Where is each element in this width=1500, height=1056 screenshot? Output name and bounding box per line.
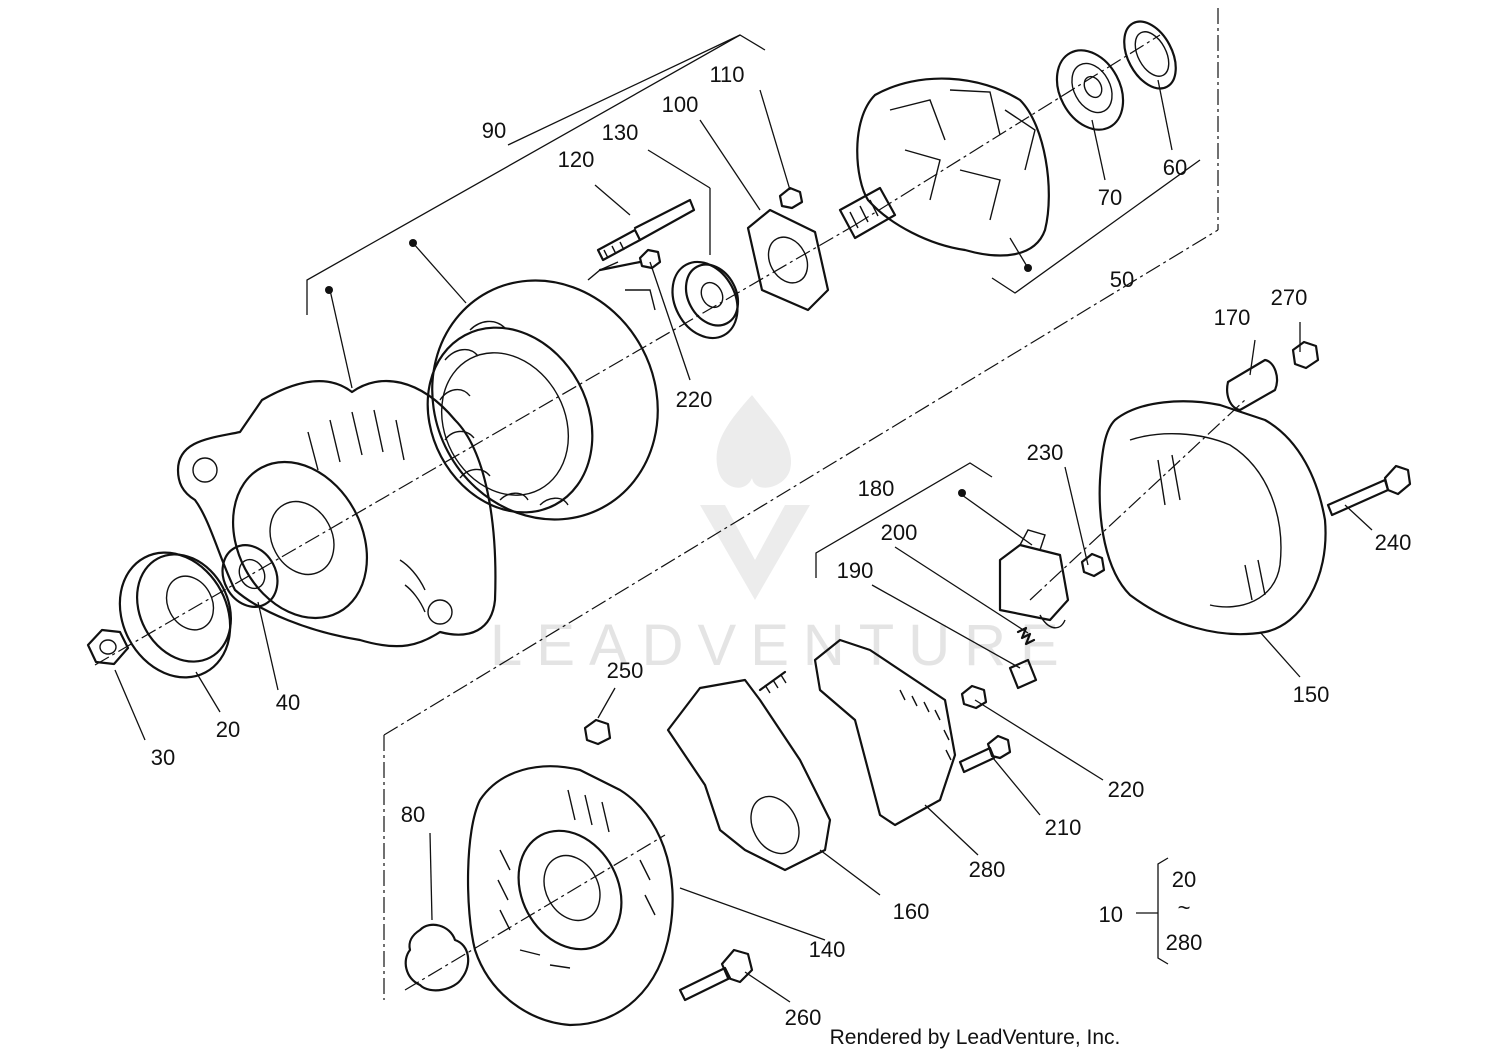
- callout-60: 60: [1163, 155, 1187, 180]
- range-note: 20 ~ 280: [1166, 867, 1203, 955]
- part-190-brush: [1008, 658, 1038, 690]
- part-270-nut: [1291, 340, 1320, 370]
- callout-10: 10: [1099, 902, 1123, 927]
- callout-220-upper: 220: [676, 387, 713, 412]
- callout-150: 150: [1293, 682, 1330, 707]
- leader-lines: [114, 34, 1373, 1003]
- callout-20: 20: [216, 717, 240, 742]
- callout-70: 70: [1098, 185, 1122, 210]
- part-130-bearing: [671, 260, 740, 340]
- part-160-rectifier: [666, 670, 832, 872]
- callout-labels: 10 20 30 40 50 60 70 80 90 100 110 120 1…: [151, 62, 1412, 1030]
- callout-210: 210: [1045, 815, 1082, 840]
- part-250-nut: [583, 718, 612, 746]
- range-to: 280: [1166, 930, 1203, 955]
- range-from: 20: [1172, 867, 1196, 892]
- callout-190: 190: [837, 558, 874, 583]
- callout-130: 130: [602, 120, 639, 145]
- callout-180: 180: [858, 476, 895, 501]
- part-150-rear-cover: [1098, 400, 1327, 636]
- callout-240: 240: [1375, 530, 1412, 555]
- part-280-regulator: [813, 638, 957, 827]
- part-40-spacer: [221, 544, 279, 608]
- watermark-flame-logo: [716, 395, 792, 488]
- callout-140: 140: [809, 937, 846, 962]
- watermark-text: LEADVENTURE: [490, 613, 1073, 678]
- callout-160: 160: [893, 899, 930, 924]
- callout-200: 200: [881, 520, 918, 545]
- part-90-drive-end-housing: [176, 379, 497, 648]
- callout-40: 40: [276, 690, 300, 715]
- callout-100: 100: [662, 92, 699, 117]
- part-210-bolt: [958, 734, 1012, 774]
- part-240-bolt: [1326, 464, 1412, 517]
- watermark: LEADVENTURE: [490, 395, 1073, 678]
- part-180-brush-holder: [998, 529, 1070, 629]
- callout-50: 50: [1110, 267, 1134, 292]
- callout-30: 30: [151, 745, 175, 770]
- callout-260: 260: [785, 1005, 822, 1030]
- group-brackets: [306, 34, 1201, 965]
- footer-credit: Rendered by LeadVenture, Inc.: [830, 1026, 1121, 1049]
- callout-230: 230: [1027, 440, 1064, 465]
- callout-250: 250: [607, 658, 644, 683]
- marker-dots: [325, 239, 1032, 497]
- assembly-axis-lines: [94, 8, 1246, 1000]
- part-140-slip-ring-housing: [466, 765, 674, 1027]
- part-20-pulley: [118, 551, 233, 679]
- part-50-rotor: [838, 77, 1050, 257]
- callout-270: 270: [1271, 285, 1308, 310]
- range-separator: ~: [1178, 895, 1191, 920]
- bracket-10: [1157, 857, 1169, 965]
- callout-120: 120: [558, 147, 595, 172]
- watermark-v-logo: [700, 505, 810, 600]
- part-260-bolt: [678, 948, 754, 1002]
- part-230-screw: [1080, 552, 1106, 578]
- part-110-screw: [778, 186, 804, 210]
- part-100-retainer-plate: [746, 208, 830, 312]
- part-90-stator: [426, 260, 659, 521]
- callout-220-lower: 220: [1108, 777, 1145, 802]
- part-120-stud: [596, 198, 696, 262]
- part-60-cover: [1123, 20, 1177, 90]
- part-220-screw-upper: [638, 248, 662, 270]
- callout-170: 170: [1214, 305, 1251, 330]
- part-30-nut: [86, 628, 130, 666]
- part-70-bearing: [1055, 49, 1125, 131]
- part-200-spring: [1016, 626, 1036, 646]
- callout-280: 280: [969, 857, 1006, 882]
- bracket-180: [815, 462, 993, 578]
- callout-80: 80: [401, 802, 425, 827]
- bracket-90: [306, 34, 766, 315]
- bracket-50: [991, 159, 1201, 294]
- part-80-clip: [404, 923, 470, 992]
- part-170-sleeve: [1226, 358, 1279, 412]
- callout-110: 110: [709, 62, 744, 87]
- callout-90: 90: [482, 118, 506, 143]
- part-220-screw-lower: [960, 684, 988, 710]
